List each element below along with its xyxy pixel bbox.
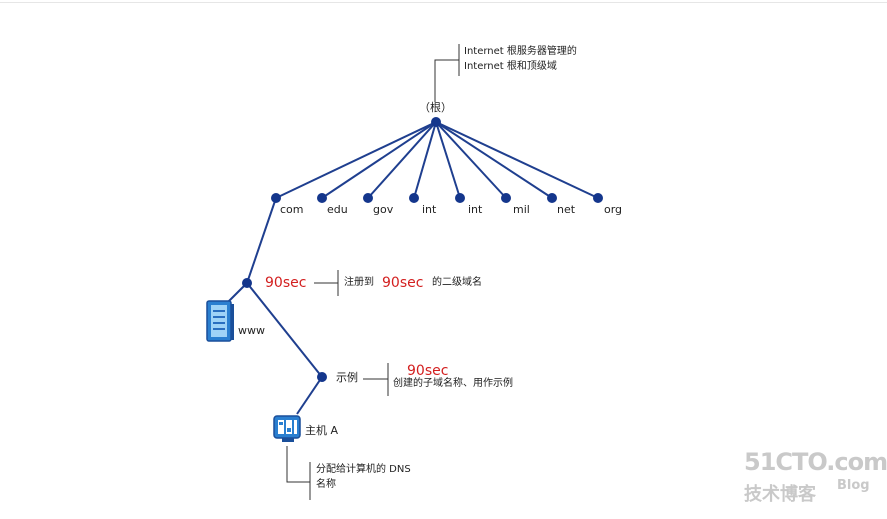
node-edu bbox=[317, 193, 327, 203]
node-int1 bbox=[409, 193, 419, 203]
edge-root-gov bbox=[367, 121, 437, 199]
subdomain-note-red: 90sec bbox=[407, 363, 449, 379]
node-mil bbox=[501, 193, 511, 203]
tld-label: com bbox=[280, 203, 304, 216]
node-subdomain bbox=[317, 372, 327, 382]
callout-brackets bbox=[286, 44, 460, 500]
watermark-site: 51CTO.com bbox=[744, 448, 887, 476]
tld-label: gov bbox=[373, 203, 394, 216]
edge-second-sub bbox=[246, 282, 323, 378]
root-edges bbox=[227, 121, 599, 415]
host-note-line1: 分配给计算机的 DNS bbox=[316, 464, 411, 475]
node-root bbox=[431, 117, 441, 127]
watermark-blog: Blog bbox=[837, 478, 870, 493]
host-label: 主机 A bbox=[305, 424, 339, 437]
edge-root-org bbox=[435, 121, 599, 199]
second-level-note-red: 90sec bbox=[382, 275, 424, 291]
edge-root-net bbox=[435, 121, 553, 199]
tld-label: org bbox=[604, 203, 623, 216]
subdomain-note-text: 创建的子域名称、用作示例 bbox=[393, 378, 513, 389]
tld-label: int bbox=[468, 203, 483, 216]
host-note-line2: 名称 bbox=[316, 479, 336, 490]
second-level-note-prefix: 注册到 bbox=[344, 277, 374, 288]
tree-nodes bbox=[242, 117, 603, 382]
edge-sub-host bbox=[296, 376, 323, 415]
node-gov bbox=[363, 193, 373, 203]
tld-label: net bbox=[557, 203, 576, 216]
node-second-level bbox=[242, 278, 252, 288]
node-com bbox=[271, 193, 281, 203]
edge-root-com bbox=[275, 121, 437, 199]
www-label: www bbox=[238, 324, 265, 337]
top-border bbox=[0, 2, 887, 3]
edge-com-second bbox=[246, 197, 277, 284]
node-org bbox=[593, 193, 603, 203]
root-note-line2: Internet 根和顶级域 bbox=[464, 61, 557, 72]
edge-root-edu bbox=[321, 121, 437, 199]
root-label: （根） bbox=[419, 101, 452, 114]
host-callout bbox=[286, 446, 310, 483]
edge-root-mil bbox=[435, 121, 507, 199]
tld-label: mil bbox=[513, 203, 530, 216]
node-net bbox=[547, 193, 557, 203]
edge-root-int2 bbox=[435, 121, 461, 199]
tld-label: edu bbox=[327, 203, 348, 216]
node-int2 bbox=[455, 193, 465, 203]
server-icon bbox=[206, 300, 234, 342]
root-callout bbox=[434, 59, 459, 102]
edge-root-int1 bbox=[413, 121, 437, 199]
subdomain-label: 示例 bbox=[336, 371, 358, 384]
root-note-line1: Internet 根服务器管理的 bbox=[464, 46, 577, 57]
host-computer-icon bbox=[273, 415, 301, 442]
tld-label: int bbox=[422, 203, 437, 216]
second-level-note-suffix: 的二级域名 bbox=[432, 277, 482, 288]
second-level-name: 90sec bbox=[265, 275, 307, 291]
watermark-tagline: 技术博客 bbox=[744, 484, 816, 505]
